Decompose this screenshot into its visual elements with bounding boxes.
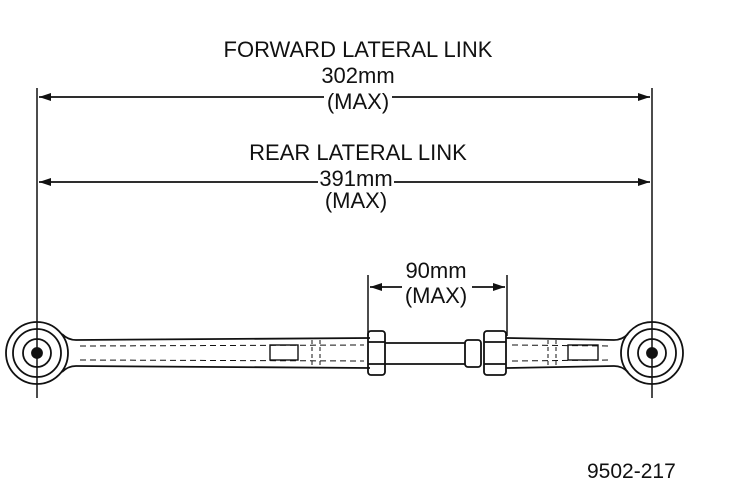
right-arm xyxy=(505,333,629,373)
right-bushing-eye xyxy=(620,321,684,385)
adjusting-sleeve xyxy=(385,339,482,368)
figure-number: 9502-217 xyxy=(587,460,676,483)
lateral-link xyxy=(5,321,684,385)
extension-lines xyxy=(36,88,653,398)
right-lock-nut xyxy=(483,330,507,376)
forward-link-qualifier: (MAX) xyxy=(327,89,389,114)
adjuster-qualifier: (MAX) xyxy=(405,283,467,308)
forward-link-title: FORWARD LATERAL LINK xyxy=(224,37,493,62)
left-bushing-eye xyxy=(5,321,69,385)
rear-link-qualifier: (MAX) xyxy=(325,188,387,213)
left-lock-nut xyxy=(367,330,386,376)
rear-link-title: REAR LATERAL LINK xyxy=(249,140,467,165)
rear-link-length: 391mm xyxy=(319,166,392,191)
adjuster-length: 90mm xyxy=(405,258,466,283)
left-arm xyxy=(61,333,371,373)
forward-link-length: 302mm xyxy=(321,63,394,88)
